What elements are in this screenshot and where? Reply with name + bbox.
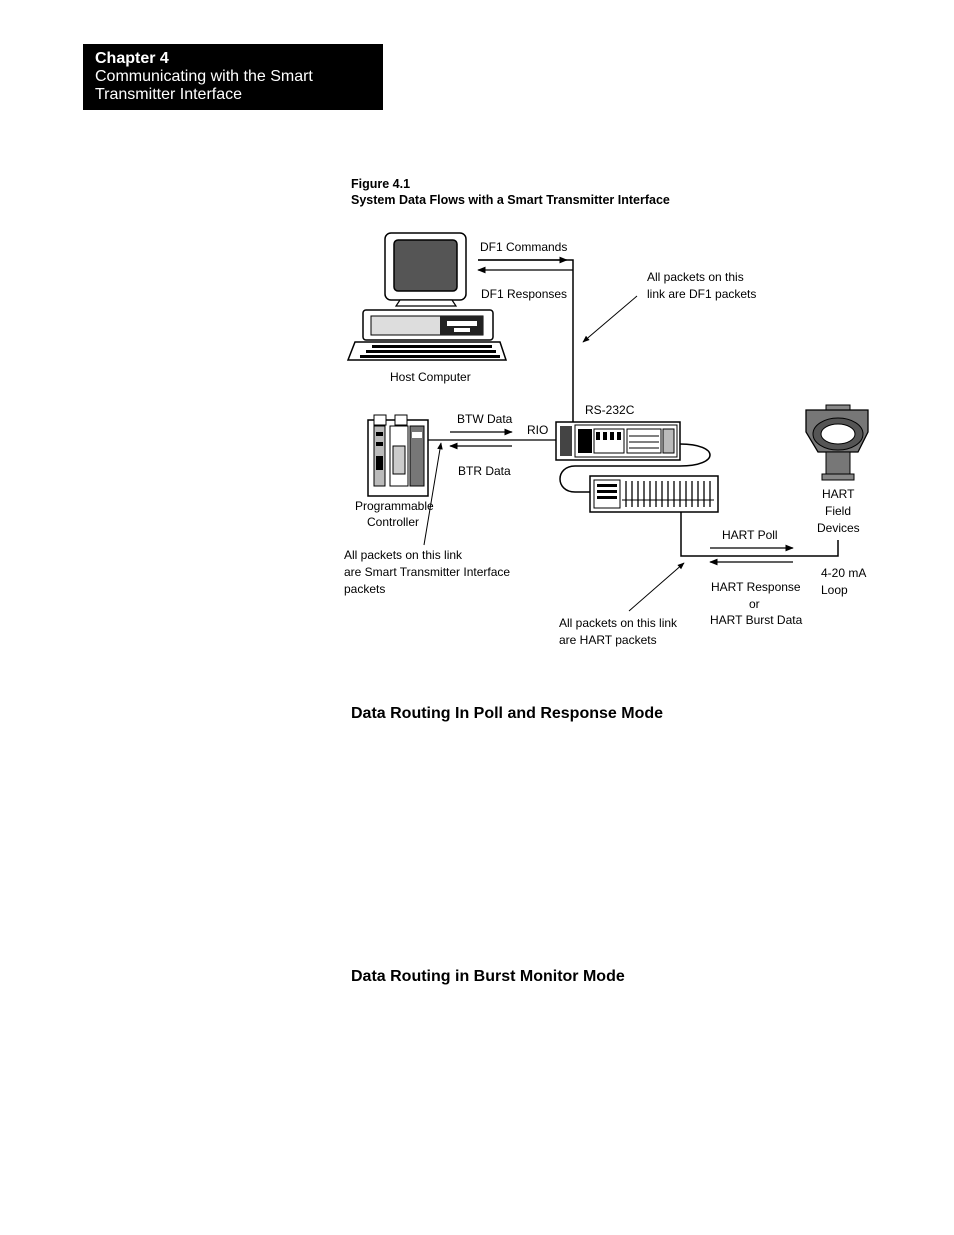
sti-note-line2: are Smart Transmitter Interface (344, 565, 510, 579)
hart-note-line2: are HART packets (559, 633, 657, 647)
df1-note-line1: All packets on this (647, 270, 744, 284)
rio-label: RIO (527, 423, 548, 437)
hart-response-line3: HART Burst Data (710, 613, 803, 627)
hart-response-line1: HART Response (711, 580, 801, 594)
df1-note-pointer (583, 296, 637, 342)
hart-field-line3: Devices (817, 521, 860, 535)
hart-field-device-icon (806, 405, 868, 480)
hart-field-line1: HART (822, 487, 855, 501)
burst-monitor-heading: Data Routing in Burst Monitor Mode (351, 968, 625, 986)
sti-note-line3: packets (344, 582, 385, 596)
rs232c-label: RS-232C (585, 403, 635, 417)
hart-poll-label: HART Poll (722, 528, 778, 542)
hart-field-line2: Field (825, 504, 851, 518)
df1-responses-label: DF1 Responses (481, 287, 567, 301)
host-computer-label: Host Computer (390, 370, 471, 384)
hart-note-pointer (629, 563, 684, 611)
btw-data-label: BTW Data (457, 412, 513, 426)
loop-line2: Loop (821, 583, 848, 597)
io-chassis-module (590, 476, 718, 512)
programmable-controller-icon (368, 415, 428, 496)
hart-note-line1: All packets on this link (559, 616, 678, 630)
sti-note-line1: All packets on this link (344, 548, 463, 562)
df1-commands-label: DF1 Commands (480, 240, 567, 254)
poll-response-heading: Data Routing In Poll and Response Mode (351, 705, 663, 723)
hart-response-line2: or (749, 597, 760, 611)
controller-label: Controller (367, 515, 419, 529)
smart-transmitter-interface-module (556, 422, 680, 460)
system-data-flow-diagram: Host Computer DF1 Commands DF1 Responses… (0, 0, 954, 700)
loop-line1: 4-20 mA (821, 566, 866, 580)
programmable-label: Programmable (355, 499, 434, 513)
btr-data-label: BTR Data (458, 464, 511, 478)
df1-note-line2: link are DF1 packets (647, 287, 756, 301)
